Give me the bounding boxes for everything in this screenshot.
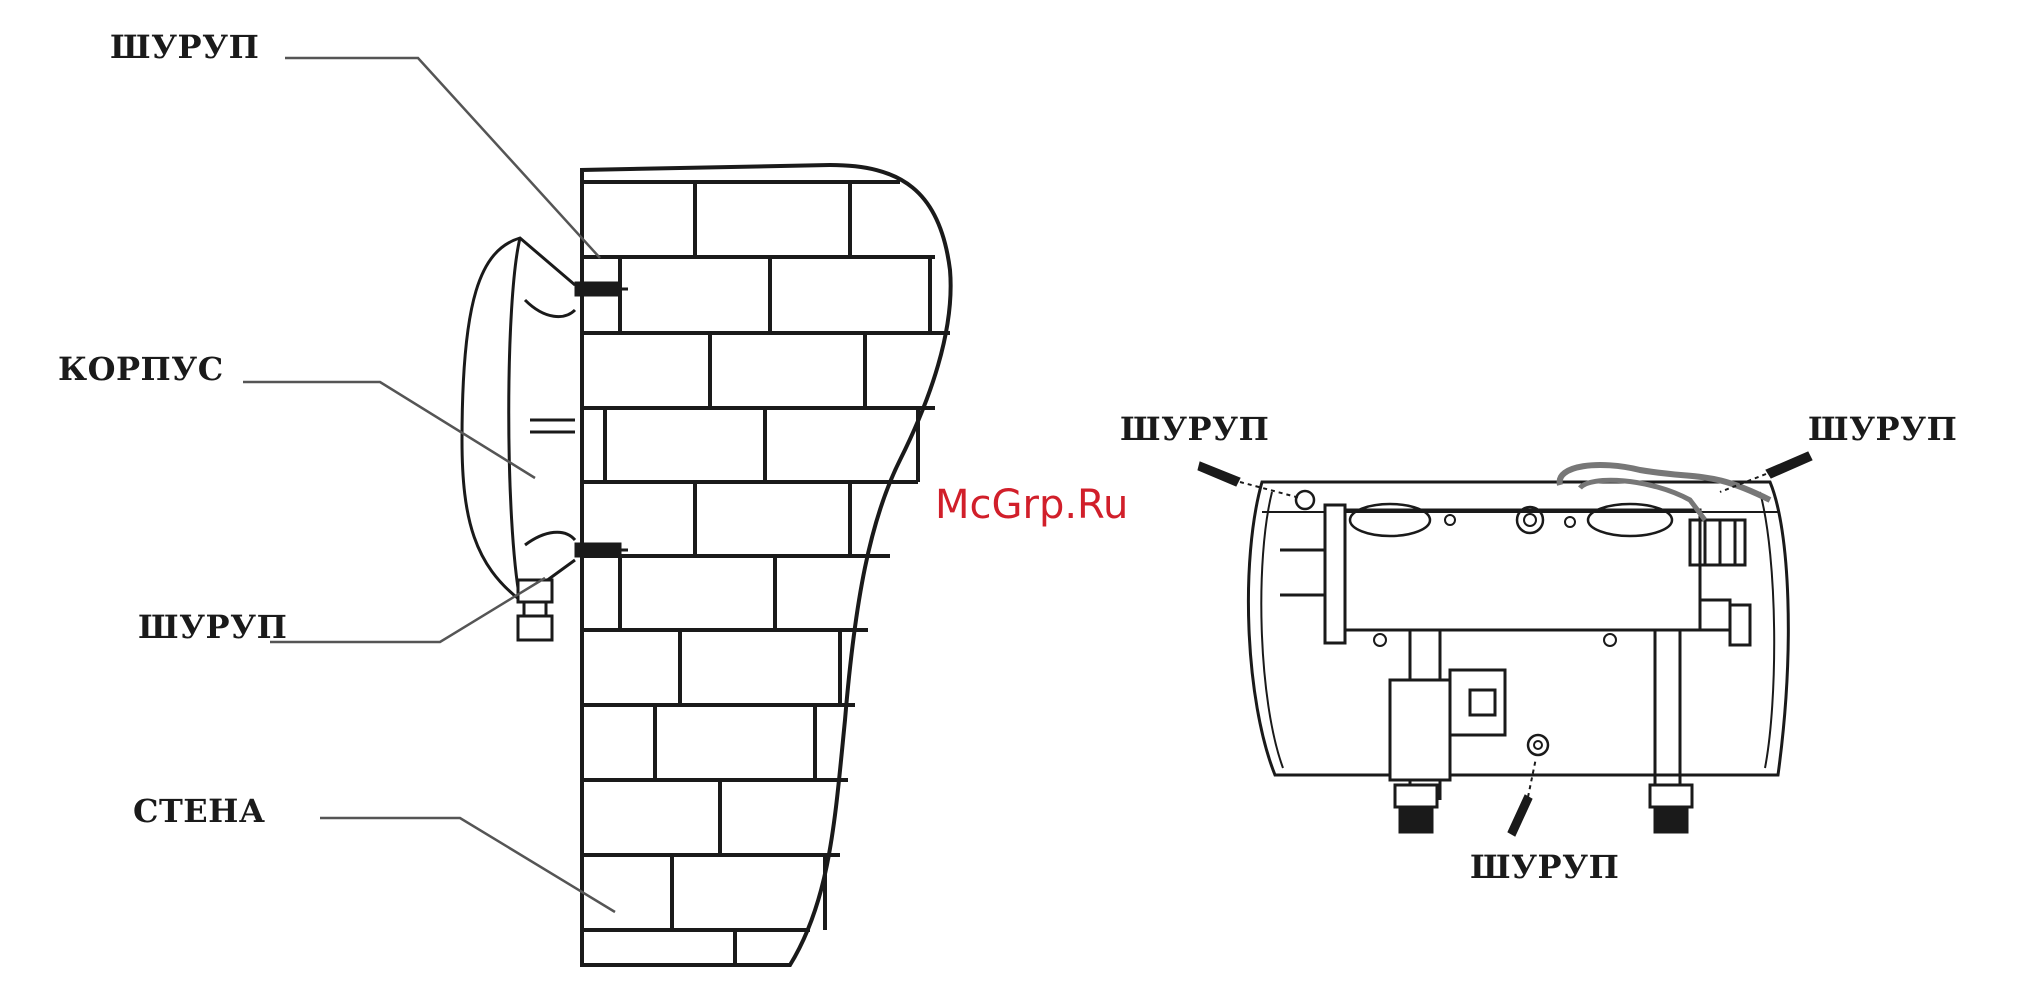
screw-bottom-right bbox=[1508, 795, 1532, 836]
label-screw-top-left: ШУРУП bbox=[110, 28, 259, 66]
pressure-switch bbox=[1390, 680, 1450, 780]
label-screw-right-left: ШУРУП bbox=[1120, 410, 1269, 448]
inlet-fitting bbox=[1395, 785, 1437, 807]
screw-top bbox=[576, 283, 620, 295]
screw-bottom bbox=[576, 544, 620, 556]
label-body: КОРПУС bbox=[58, 350, 224, 388]
screw-right bbox=[1766, 452, 1812, 478]
wall-outline bbox=[582, 165, 951, 965]
outlet-fitting bbox=[1650, 785, 1692, 807]
watermark: McGrp.Ru bbox=[935, 482, 1128, 528]
label-screw-bottom-left: ШУРУП bbox=[138, 608, 287, 646]
label-screw-right-right: ШУРУП bbox=[1808, 410, 1957, 448]
label-screw-right-bottom: ШУРУП bbox=[1470, 848, 1619, 886]
screw-left bbox=[1198, 462, 1240, 486]
wall bbox=[582, 165, 951, 965]
label-wall: СТЕНА bbox=[133, 792, 265, 830]
heater-body-side bbox=[462, 238, 575, 640]
heater-front bbox=[1248, 465, 1788, 832]
